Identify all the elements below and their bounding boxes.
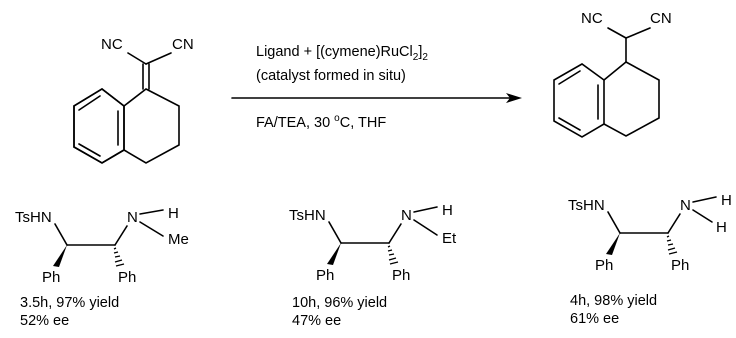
product-cn-label: CN — [650, 10, 672, 27]
reaction-arrow-group: Ligand + [(cymene)RuCl2]2 (catalyst form… — [231, 44, 522, 131]
condition-line-3: FA/TEA, 30 oC, THF — [256, 113, 386, 131]
ligand-3-bond — [667, 213, 681, 234]
reactant-bond — [127, 52, 147, 65]
ligand-2-ee: 47% ee — [292, 313, 341, 329]
condition-line-2: (catalyst formed in situ) — [256, 68, 406, 84]
ligand-2: TsHN N H Et Ph Ph 10h, 96% yield 47% ee — [289, 202, 457, 329]
ligand-3-sub-label: H — [716, 219, 727, 236]
ligand-1-ph-left: Ph — [42, 269, 60, 286]
ligand-2-hash-bond — [387, 245, 399, 265]
product-aromatic-bond — [558, 117, 581, 131]
ligand-2-bond — [413, 219, 438, 236]
ligand-1-tshn-label: TsHN — [15, 209, 52, 226]
ligand-1: TsHN N H Me Ph Ph 3.5h, 97% yield 52% ee — [15, 205, 189, 329]
ligand-3-h-label: H — [721, 192, 732, 209]
ligand-1-wedge-bond — [53, 245, 67, 267]
ligand-1-bond — [114, 225, 128, 246]
ligand-3-ee: 61% ee — [570, 311, 619, 327]
ligand-3-n-label: N — [680, 197, 691, 214]
ligand-1-bond — [54, 223, 68, 246]
product-bond — [625, 27, 651, 39]
ligand-3: TsHN N H H Ph Ph 4h, 98% yield 61% ee — [568, 192, 732, 327]
ligand-2-bond — [388, 223, 402, 244]
ligand-2-h-label: H — [442, 202, 453, 219]
ligand-1-bond — [139, 221, 164, 237]
reactant-benzene-ring — [73, 88, 125, 164]
ligand-3-wedge-bond — [606, 233, 620, 255]
reactant-saturated-ring — [123, 88, 180, 164]
ligand-1-h-label: H — [168, 205, 179, 222]
ligand-2-wedge-bond — [327, 243, 341, 265]
reactant-cn-label: CN — [172, 36, 194, 53]
ligand-3-hash-bond — [666, 235, 678, 255]
ligand-2-ph-left: Ph — [316, 267, 334, 284]
ligand-2-ph-right: Ph — [392, 267, 410, 284]
ligand-1-hash-bond — [113, 247, 125, 267]
ligand-2-tshn-label: TsHN — [289, 207, 326, 224]
ligand-2-sub-label: Et — [442, 230, 457, 247]
ligand-1-bond — [139, 209, 164, 215]
reactant-aromatic-bond — [78, 95, 101, 111]
ligand-2-n-label: N — [401, 207, 412, 224]
ligand-2-bond — [328, 221, 342, 244]
ligand-3-bond — [692, 209, 713, 223]
reaction-arrowhead-icon — [506, 93, 522, 103]
ligand-1-ee: 52% ee — [20, 313, 69, 329]
ligand-1-n-label: N — [127, 209, 138, 226]
condition-line-1: Ligand + [(cymene)RuCl2]2 — [256, 44, 428, 63]
ligand-3-bond — [607, 211, 621, 234]
ligand-1-ph-right: Ph — [118, 269, 136, 286]
product-nc-label: NC — [581, 10, 603, 27]
product-structure: NC CN — [553, 10, 672, 138]
ligand-3-bond — [692, 196, 717, 203]
reactant-bond — [145, 52, 172, 65]
product-bond — [607, 27, 627, 39]
ligand-2-bond — [413, 206, 438, 213]
ligand-3-ph-right: Ph — [671, 257, 689, 274]
reactant-structure: NC CN — [73, 36, 194, 164]
reactant-nc-label: NC — [101, 36, 123, 53]
product-saturated-ring — [603, 61, 660, 137]
reactant-aromatic-bond — [78, 143, 101, 157]
ligand-3-ph-left: Ph — [595, 257, 613, 274]
product-aromatic-bond — [558, 70, 581, 85]
ligand-1-sub-label: Me — [168, 231, 189, 248]
ligand-1-time-yield: 3.5h, 97% yield — [20, 295, 119, 311]
ligand-3-tshn-label: TsHN — [568, 197, 605, 214]
ligand-2-time-yield: 10h, 96% yield — [292, 295, 387, 311]
product-bond — [603, 61, 627, 81]
product-benzene-ring — [553, 63, 605, 138]
ligand-3-time-yield: 4h, 98% yield — [570, 293, 657, 309]
